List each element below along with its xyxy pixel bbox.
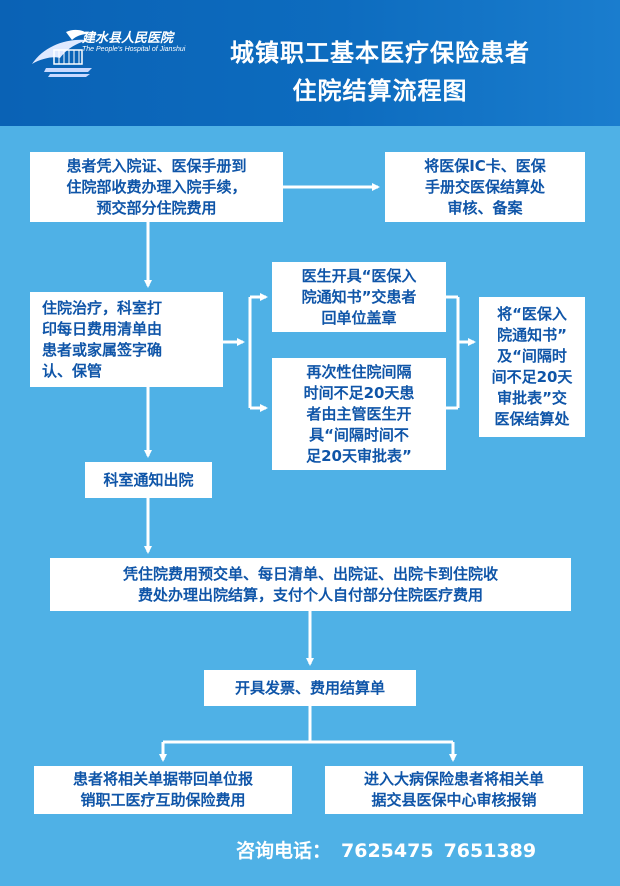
reimburse-county-step-box: 进入大病保险患者将相关单 据交县医保中心审核报销 [325,766,583,814]
contact-phone: 咨询电话： 7625475 7651389 [236,836,546,863]
discharge-settlement-step-box: 凭住院费用预交单、每日清单、出院证、出院卡到住院收 费处办理出院结算，支付个人自… [50,558,571,611]
title-line-2: 住院结算流程图 [292,77,468,105]
reimburse-unit-step-box: 患者将相关单据带回单位报 销职工医疗互助保险费用 [34,766,292,814]
invoice-step-box: 开具发票、费用结算单 [204,670,416,706]
ic-card-step-box: 将医保IC卡、医保 手册交医保结算处 审核、备案 [385,152,585,222]
header-banner: 建水县人民医院 The People's Hospital of Jianshu… [0,0,620,126]
phone-number-1[interactable]: 7625475 [341,840,434,862]
hospital-logo-icon [32,29,92,77]
logo-hospital-subtitle: The People's Hospital of Jianshui [82,46,186,53]
treatment-step-box: 住院治疗，科室打 印每日费用清单由 患者或家属签字确 认、保管 [30,292,223,387]
phone-number-2[interactable]: 7651389 [443,840,537,862]
logo-hospital-name: 建水县人民医院 [82,31,174,46]
admission-notice-step-box: 医生开具“医保入 院通知书”交患者 回单位盖章 [272,262,446,332]
admission-step-box: 患者凭入院证、医保手册到 住院部收费办理入院手续， 预交部分住院费用 [30,152,283,222]
page-title: 城镇职工基本医疗保险患者 住院结算流程图 [200,34,560,110]
title-line-1: 城镇职工基本医疗保险患者 [230,39,530,67]
submit-documents-step-box: 将“医保入 院通知书” 及“间隔时 间不足20天 审批表”交 医保结算处 [479,297,585,437]
phone-label: 咨询电话： [236,840,332,862]
readmission-approval-step-box: 再次性住院间隔 时间不足20天患 者由主管医生开 具“间隔时间不 足20天审批表… [272,358,446,470]
discharge-notice-step-box: 科室通知出院 [85,462,212,498]
